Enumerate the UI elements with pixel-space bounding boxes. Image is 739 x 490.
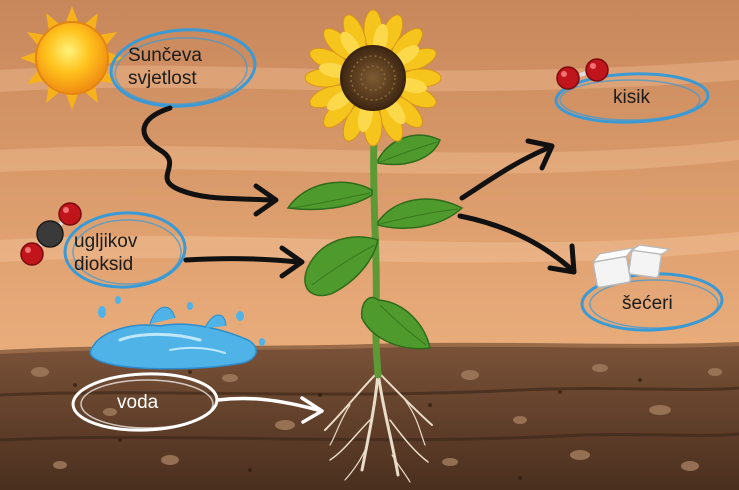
water-label: voda [117, 391, 158, 414]
sunflower-petals [305, 10, 441, 146]
sunlight-label-line1: Sunčeva [128, 44, 238, 67]
co2-label: ugljikov dioksid [74, 230, 174, 276]
oxygen-label: kisik [613, 86, 650, 109]
soil [0, 344, 739, 490]
sugars-label: šećeri [622, 292, 673, 315]
sunlight-label-line2: svjetlost [128, 67, 238, 90]
sunlight-label: Sunčeva svjetlost [128, 44, 238, 90]
co2-label-line1: ugljikov [74, 230, 174, 253]
co2-label-line2: dioksid [74, 253, 174, 276]
